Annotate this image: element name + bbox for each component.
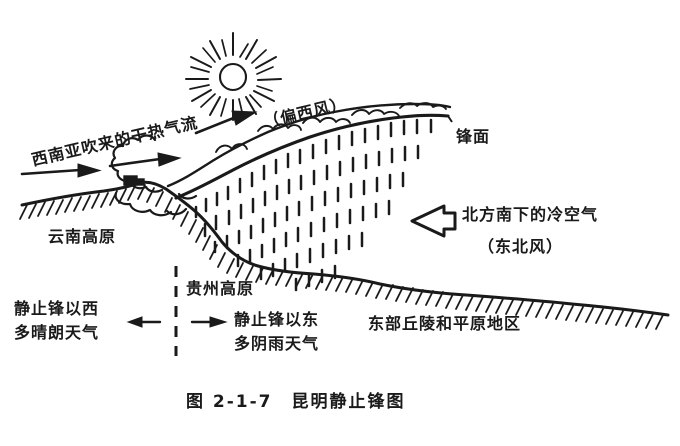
label-cold-air: 北方南下的冷空气 [462, 205, 599, 224]
label-east-of-front-line2: 多阴雨天气 [234, 334, 320, 353]
front-label-leader [447, 115, 453, 123]
front-surface-band [174, 113, 450, 200]
rain-dashes-icon [194, 118, 433, 292]
arrow-right-icon [108, 152, 182, 168]
label-west-of-front-line2: 多晴朗天气 [14, 323, 100, 342]
arrow-left-icon [126, 316, 162, 328]
sun-icon [185, 32, 282, 121]
arrow-right-icon [20, 163, 102, 178]
label-northeast-wind: （东北风） [478, 237, 564, 256]
building-icon [123, 175, 145, 186]
cloud-icon [215, 102, 447, 153]
label-guizhou-plateau: 贵州高原 [186, 279, 255, 298]
arrow-right-icon [190, 316, 228, 328]
label-west-of-front-line1: 静止锋以西 [14, 299, 100, 318]
arrow-left-icon [410, 204, 457, 238]
label-yunnan-plateau: 云南高原 [48, 227, 117, 246]
label-eastern-region: 东部丘陵和平原地区 [368, 314, 522, 333]
figure-caption: 图 2-1-7 昆明静止锋图 [186, 392, 406, 412]
arrow-right-icon [194, 110, 258, 135]
terrain-hatching-icon [19, 184, 664, 330]
label-east-of-front-line1: 静止锋以东 [234, 310, 320, 329]
label-front-surface: 锋面 [456, 127, 491, 146]
